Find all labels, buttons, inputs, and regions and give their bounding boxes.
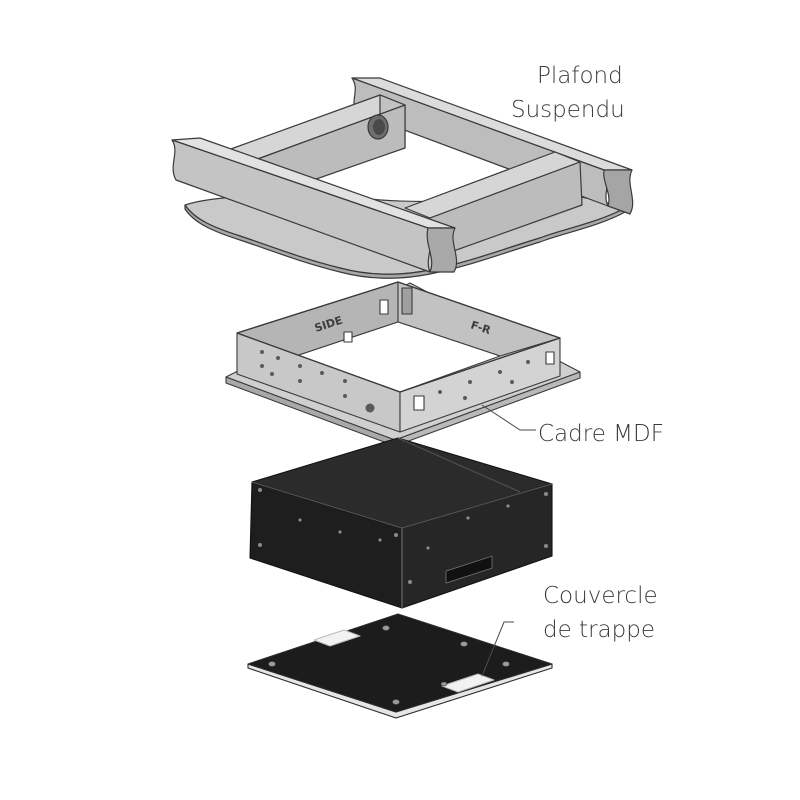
frame-holes-left xyxy=(260,350,375,413)
suspended-ceiling xyxy=(171,77,634,279)
frame-marking-front: F-R xyxy=(469,318,493,337)
label-ceiling-line1: Plafond xyxy=(537,63,623,89)
leader-line-frame xyxy=(481,404,536,431)
label-frame: Cadre MDF xyxy=(538,421,664,447)
label-cover-line1: Couvercle xyxy=(543,583,658,609)
cover-patch-front xyxy=(441,673,495,693)
front-beam-end xyxy=(426,227,458,273)
box-vent-slot xyxy=(445,555,493,584)
mdf-frame: SIDE F-R xyxy=(225,281,581,447)
box-screws xyxy=(258,488,548,584)
back-beam-end xyxy=(603,169,634,215)
cover-knobs xyxy=(268,625,510,705)
leader-line-cover xyxy=(481,621,514,677)
label-cover-line2: de trappe xyxy=(543,617,655,643)
frame-holes-right xyxy=(438,360,530,400)
frame-slot-right xyxy=(545,351,555,365)
access-box xyxy=(249,437,553,609)
labels: Plafond Suspendu Cadre MDF Couvercle de … xyxy=(511,63,664,643)
cover-patch-back xyxy=(313,629,361,647)
label-ceiling-line2: Suspendu xyxy=(511,97,625,123)
frame-slot-back xyxy=(379,299,389,315)
frame-slot-front xyxy=(413,395,425,411)
hatch-cover xyxy=(247,613,553,719)
frame-bracket xyxy=(401,287,413,315)
cover-surface xyxy=(247,613,553,713)
leader-lines xyxy=(481,404,536,677)
